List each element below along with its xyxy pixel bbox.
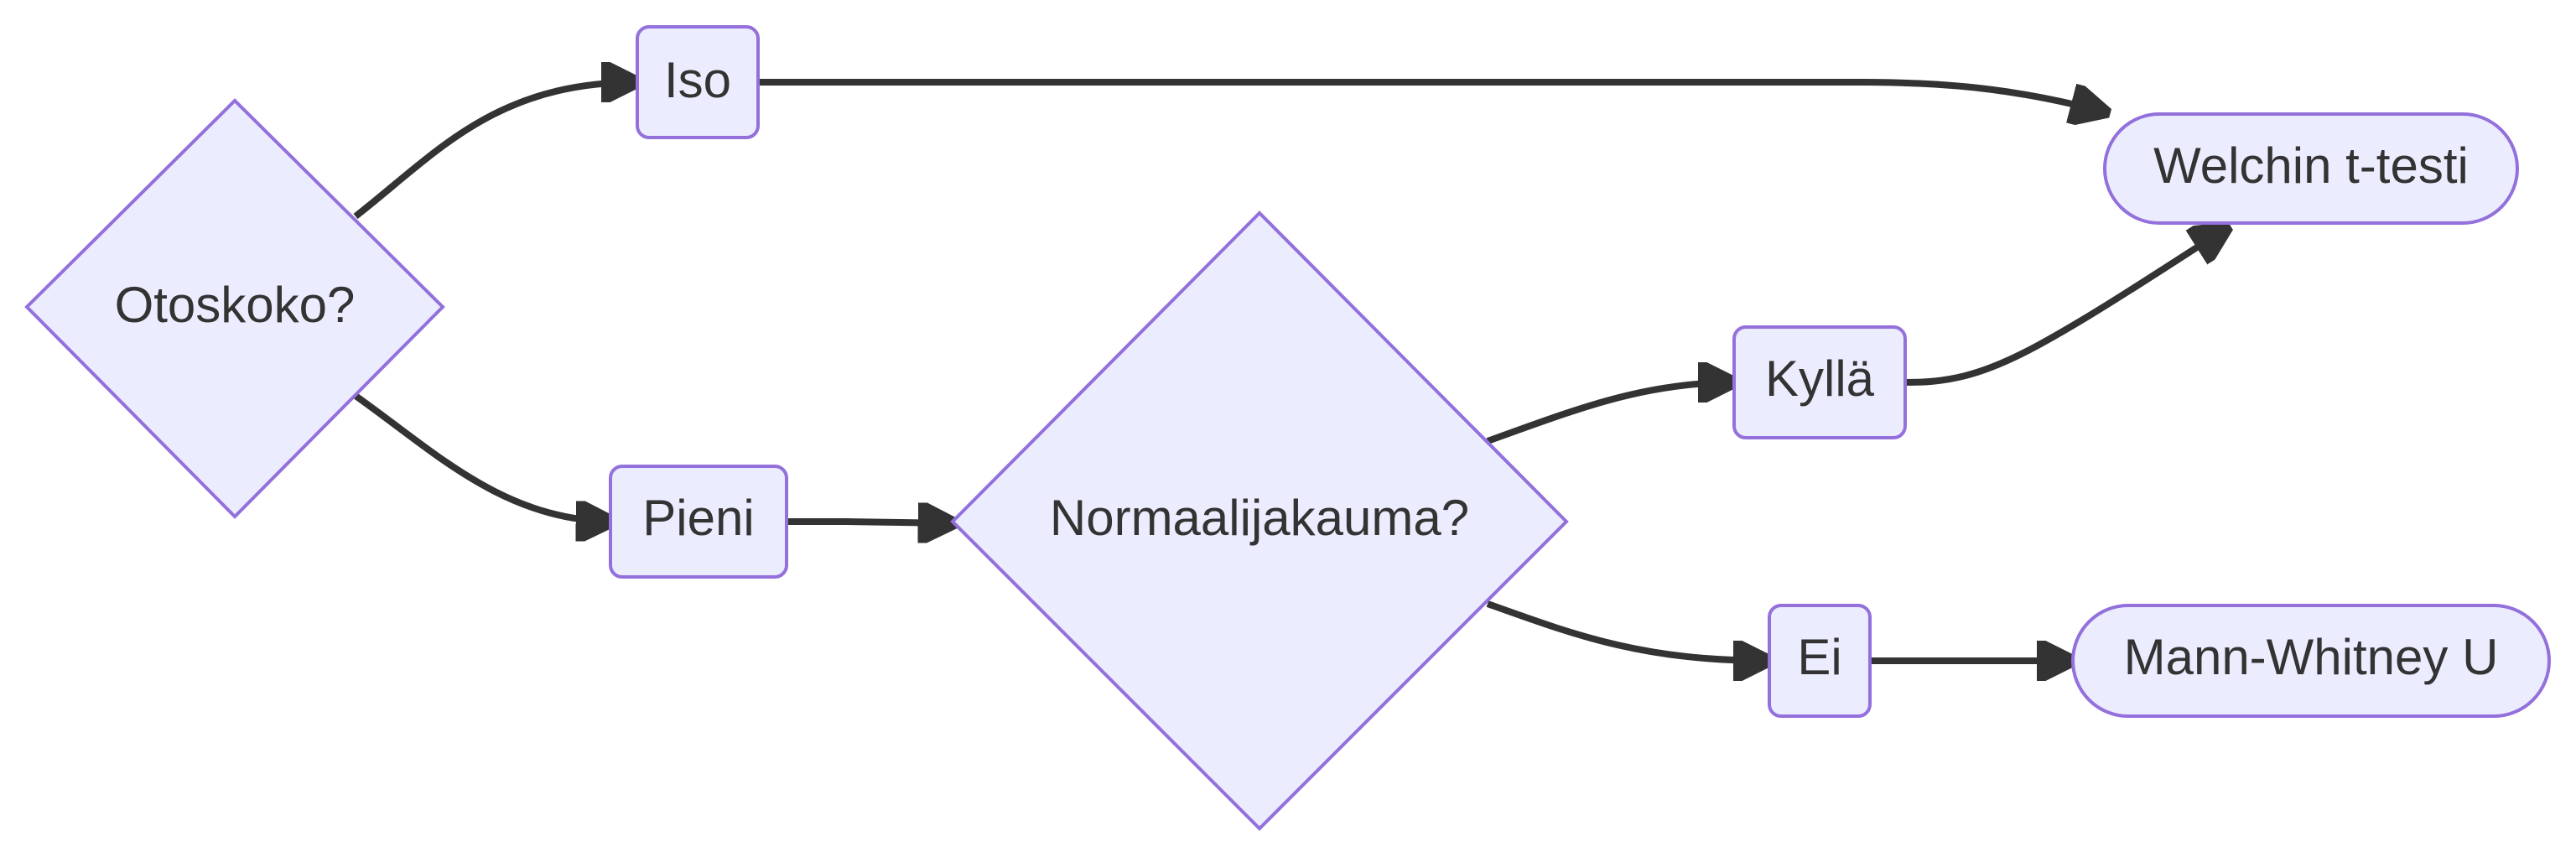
node-kylla: Kyllä xyxy=(1732,325,1907,439)
node-iso-label: Iso xyxy=(664,52,731,108)
terminal-welch-label: Welchin t-testi xyxy=(2153,138,2469,194)
decision-normaalijakauma-label: Normaalijakauma? xyxy=(1050,490,1469,546)
node-iso: Iso xyxy=(636,25,760,139)
decision-otoskoko-label: Otoskoko? xyxy=(115,277,356,333)
edge-iso-to-welch xyxy=(758,79,2106,112)
edge-normaalijakauma-to-ei xyxy=(1486,600,1769,661)
edges xyxy=(353,79,2227,661)
decision-normaalijakauma: Normaalijakauma? xyxy=(950,210,1569,831)
node-ei-label: Ei xyxy=(1797,629,1841,685)
node-ei: Ei xyxy=(1768,604,1872,718)
node-pieni-label: Pieni xyxy=(642,490,754,546)
edge-otoskoko-to-iso xyxy=(353,82,637,220)
node-kylla-label: Kyllä xyxy=(1765,351,1875,407)
edge-kylla-to-welch xyxy=(1904,228,2227,386)
decision-otoskoko: Otoskoko? xyxy=(24,98,445,519)
node-pieni: Pieni xyxy=(609,465,788,579)
edge-pieni-to-normaalijakauma xyxy=(787,522,954,523)
edge-otoskoko-to-pieni xyxy=(353,392,612,522)
edge-normaalijakauma-to-kylla xyxy=(1486,382,1734,444)
terminal-mann-whitney-label: Mann-Whitney U xyxy=(2124,629,2499,685)
terminal-mann-whitney: Mann-Whitney U xyxy=(2071,604,2551,718)
terminal-welch: Welchin t-testi xyxy=(2103,112,2519,225)
